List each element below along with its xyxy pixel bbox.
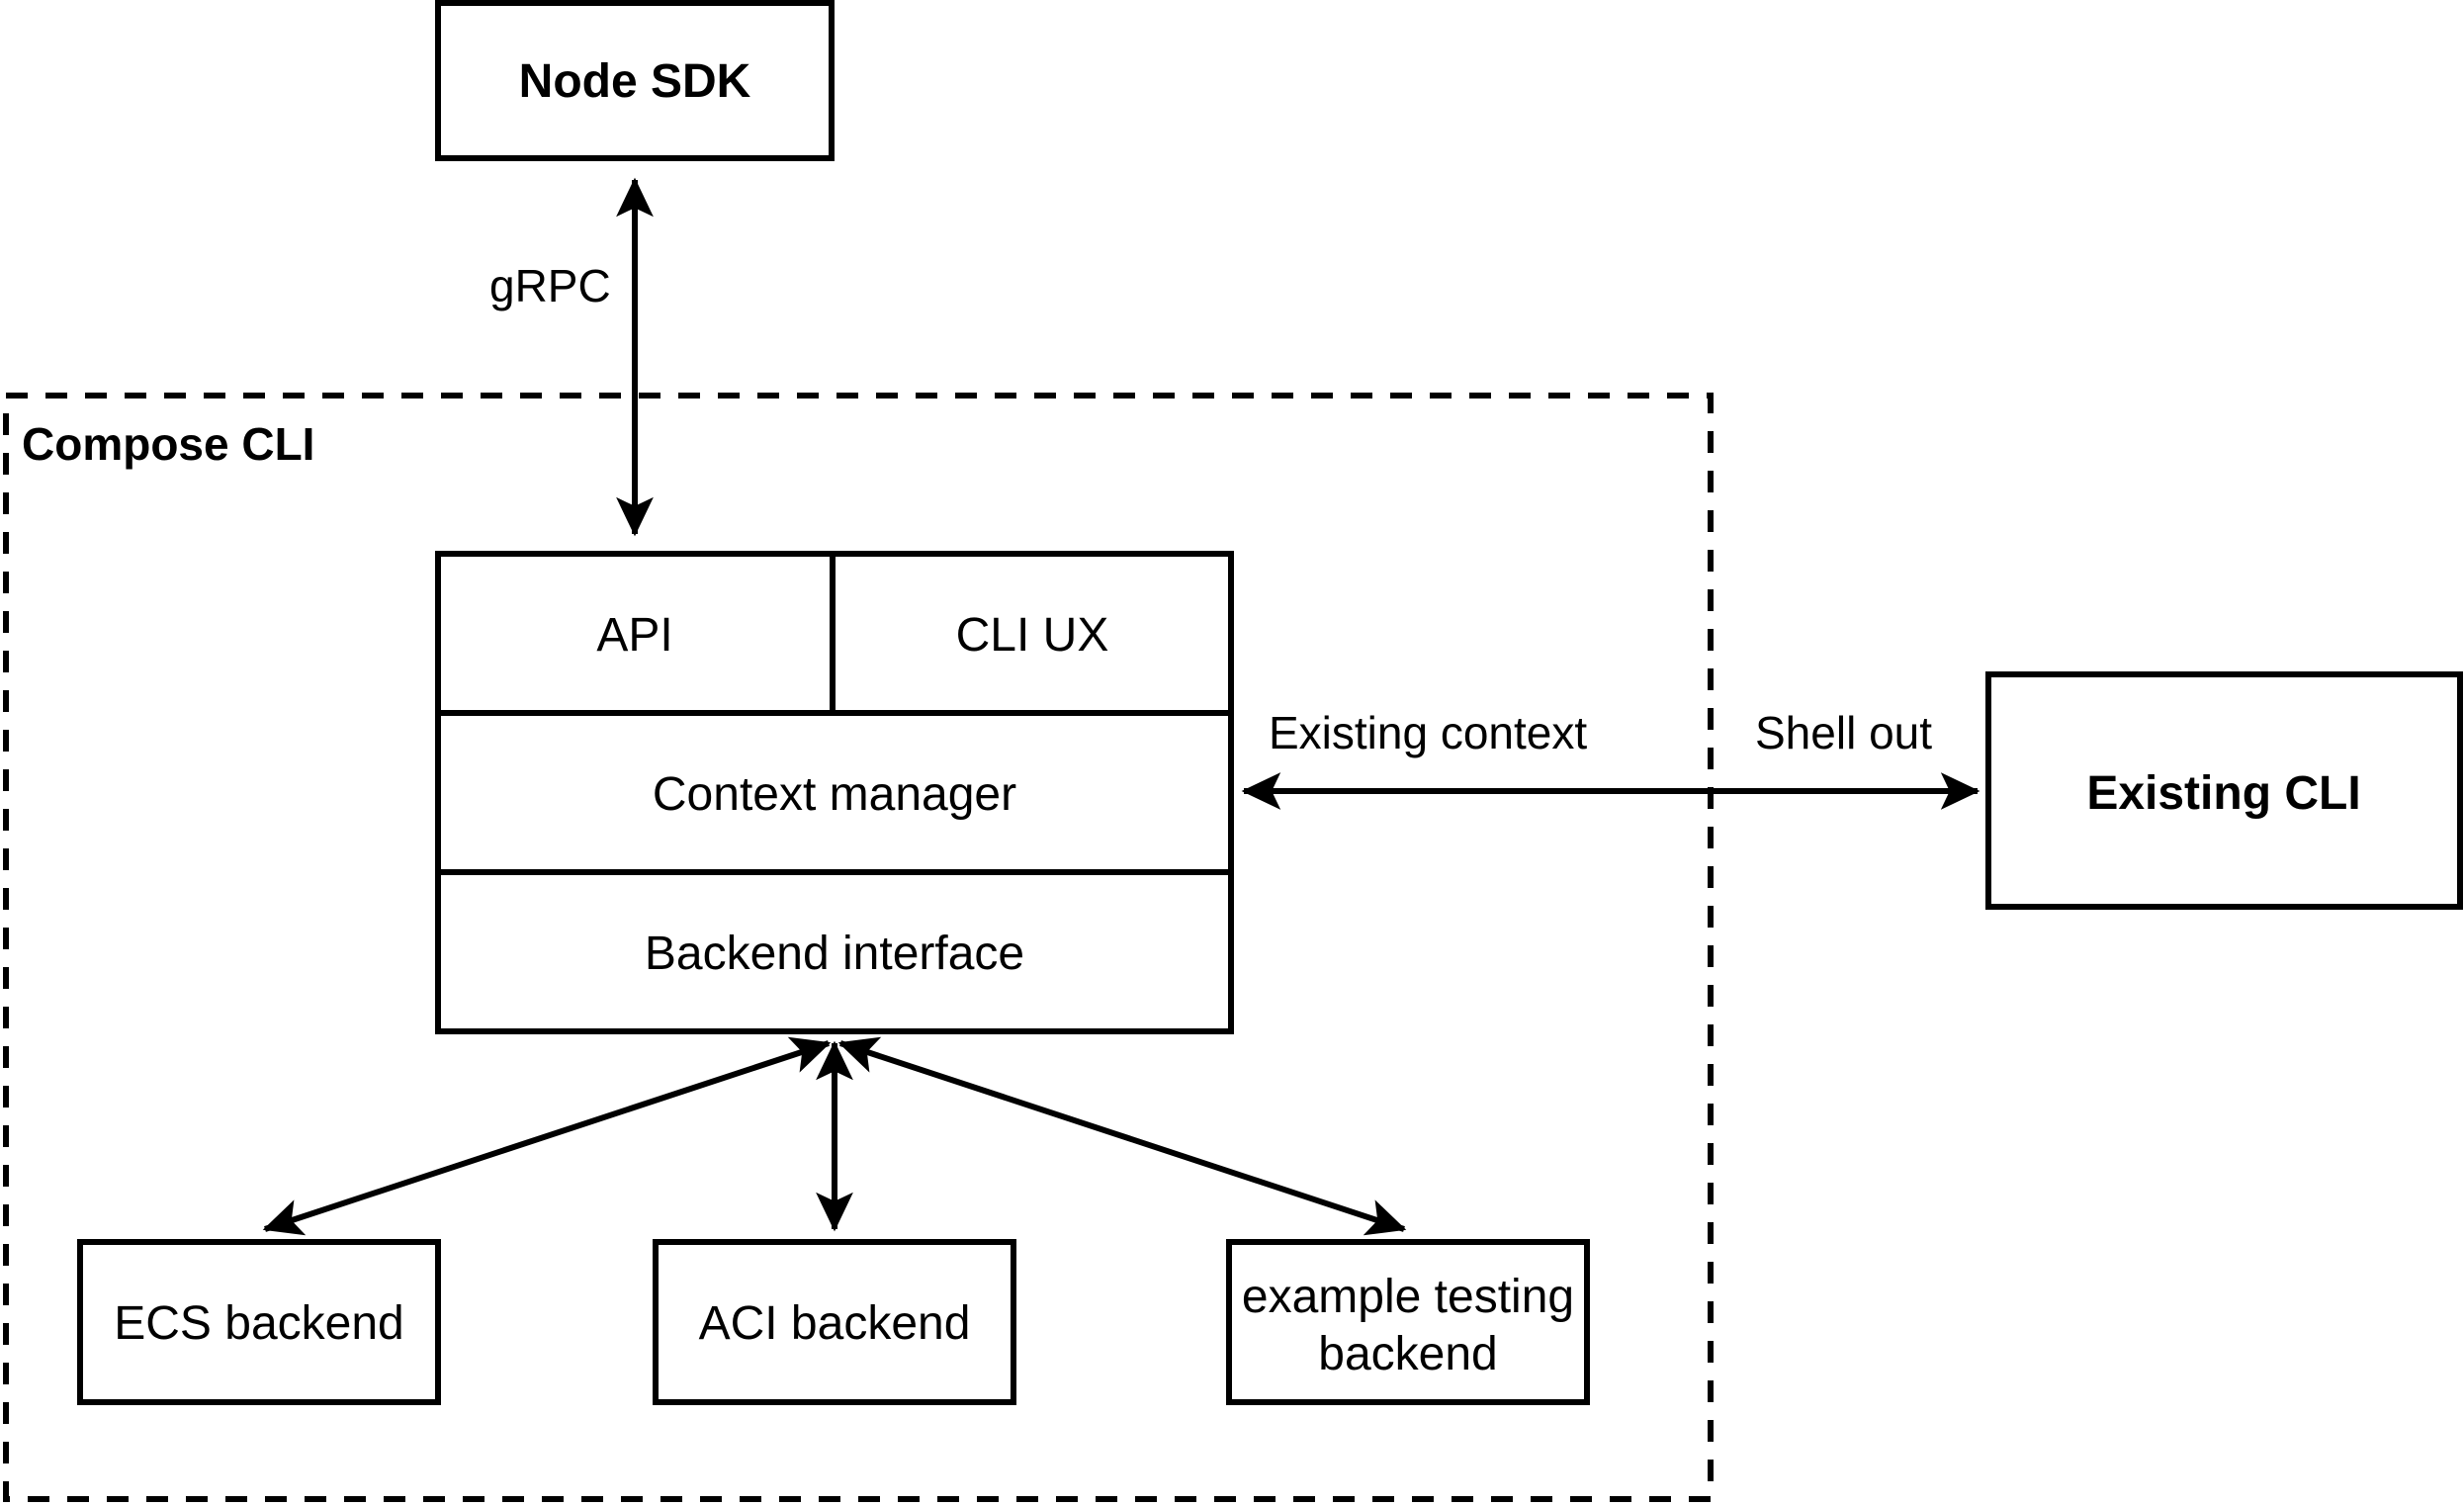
example-testing-backend-box[interactable] bbox=[1226, 1239, 1590, 1405]
compose-cli-group: Compose CLI bbox=[3, 393, 1714, 1502]
existing-cli-label: Existing CLI bbox=[2086, 767, 2360, 820]
existing-cli-node[interactable]: Existing CLI bbox=[1985, 671, 2463, 910]
example-testing-backend-arrow bbox=[837, 1036, 1407, 1236]
grpc-edge: gRPC bbox=[489, 177, 654, 537]
aci-backend-box[interactable] bbox=[653, 1239, 1016, 1405]
ecs-backend-label: ECS backend bbox=[114, 1297, 404, 1350]
grpc-edge-label: gRPC bbox=[489, 260, 611, 311]
node-sdk-label: Node SDK bbox=[519, 55, 751, 108]
backend-interface-label: Backend interface bbox=[645, 928, 1024, 980]
shell-out-edge-label: Shell out bbox=[1755, 707, 1932, 758]
context-manager-cell[interactable]: Context manager bbox=[653, 768, 1016, 821]
backend-connectors bbox=[262, 1036, 1407, 1236]
ecs-backend-node[interactable]: ECS backend bbox=[77, 1239, 441, 1405]
compose-cli-group-label: Compose CLI bbox=[22, 418, 314, 470]
api-label: API bbox=[596, 609, 672, 662]
example-testing-backend-node[interactable]: example testing backend bbox=[1226, 1239, 1590, 1405]
example-testing-backend-label-line2: backend bbox=[1318, 1328, 1497, 1380]
compose-cli-stack: API CLI UX Context manager Backend inter… bbox=[435, 551, 1234, 1034]
cli-ux-cell[interactable]: CLI UX bbox=[956, 609, 1109, 662]
ecs-backend-arrow bbox=[262, 1036, 832, 1236]
existing-cli-box[interactable] bbox=[1985, 671, 2463, 910]
existing-context-edge-label: Existing context bbox=[1269, 707, 1587, 758]
ecs-backend-box[interactable] bbox=[77, 1239, 441, 1405]
node-sdk-node[interactable]: Node SDK bbox=[435, 0, 835, 161]
context-manager-label: Context manager bbox=[653, 768, 1016, 821]
aci-backend-node[interactable]: ACI backend bbox=[653, 1239, 1016, 1405]
context-shell-edge: Existing context Shell out bbox=[1241, 707, 1980, 810]
cli-ux-label: CLI UX bbox=[956, 609, 1109, 662]
backend-interface-cell[interactable]: Backend interface bbox=[645, 928, 1024, 980]
node-sdk-box[interactable] bbox=[435, 0, 835, 161]
api-cell[interactable]: API bbox=[596, 609, 672, 662]
compose-cli-group-border bbox=[3, 393, 1714, 1502]
example-testing-backend-label-line1: example testing bbox=[1242, 1271, 1574, 1323]
aci-backend-label: ACI backend bbox=[699, 1297, 971, 1350]
